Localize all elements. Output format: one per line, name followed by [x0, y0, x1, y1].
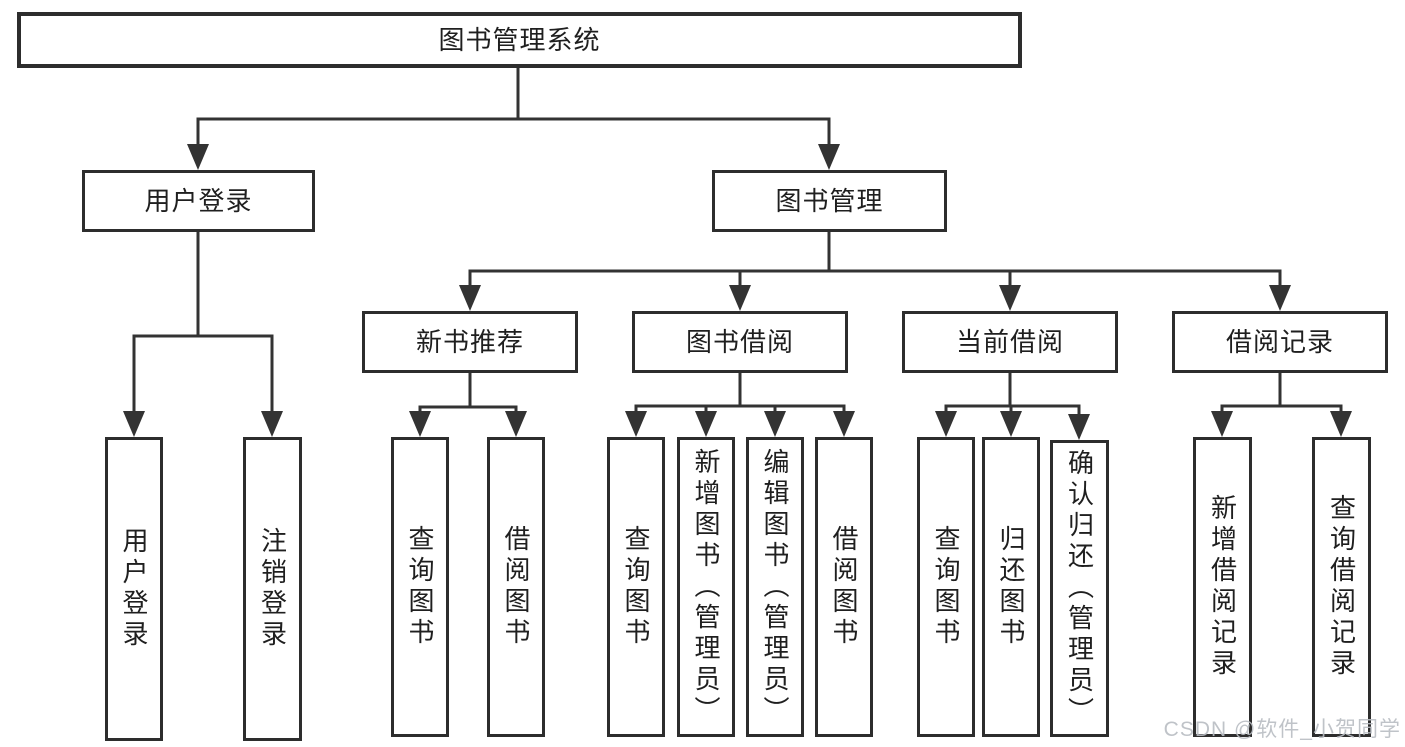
node-label: 图书管理 [775, 186, 884, 216]
leaf-borrow-books: 借阅图书 [815, 437, 873, 737]
node-label: 新增借阅记录 [1207, 494, 1238, 680]
leaf-query-borrow-record: 查询借阅记录 [1312, 437, 1371, 737]
node-label: 图书管理系统 [438, 25, 601, 55]
node-label: 查询图书 [621, 525, 651, 649]
node-borrow-records: 借阅记录 [1172, 311, 1388, 373]
node-label: 借阅记录 [1225, 327, 1334, 357]
node-user-login: 用户登录 [82, 170, 315, 232]
node-root-library-system: 图书管理系统 [17, 12, 1022, 68]
node-book-borrow: 图书借阅 [632, 311, 848, 373]
node-label: 用户登录 [144, 186, 253, 216]
node-label: 确认归还（管理员） [1064, 449, 1095, 728]
leaf-add-books-admin: 新增图书（管理员） [677, 437, 735, 737]
leaf-confirm-return-admin: 确认归还（管理员） [1050, 440, 1109, 737]
node-label: 归还图书 [996, 525, 1026, 649]
node-label: 注销登录 [257, 527, 288, 651]
node-label: 借阅图书 [829, 525, 859, 649]
node-label: 查询借阅记录 [1326, 494, 1357, 680]
leaf-user-login: 用户登录 [105, 437, 163, 741]
leaf-borrow-books-recommend: 借阅图书 [487, 437, 545, 737]
node-current-borrow: 当前借阅 [902, 311, 1118, 373]
node-new-book-recommend: 新书推荐 [362, 311, 578, 373]
leaf-edit-books-admin: 编辑图书（管理员） [746, 437, 804, 737]
node-label: 编辑图书（管理员） [760, 447, 790, 727]
node-label: 查询图书 [405, 525, 435, 649]
leaf-query-books-recommend: 查询图书 [391, 437, 449, 737]
node-label: 当前借阅 [955, 327, 1064, 357]
leaf-return-books: 归还图书 [982, 437, 1040, 737]
node-book-management: 图书管理 [712, 170, 947, 232]
node-label: 图书借阅 [685, 327, 794, 357]
node-label: 用户登录 [119, 527, 149, 651]
node-label: 查询图书 [931, 525, 961, 649]
leaf-query-books-borrow: 查询图书 [607, 437, 665, 737]
node-label: 借阅图书 [501, 525, 531, 649]
node-label: 新书推荐 [415, 327, 524, 357]
leaf-query-books-current: 查询图书 [917, 437, 975, 737]
node-label: 新增图书（管理员） [691, 447, 721, 727]
leaf-add-borrow-record: 新增借阅记录 [1193, 437, 1252, 737]
leaf-logout-login: 注销登录 [243, 437, 302, 741]
